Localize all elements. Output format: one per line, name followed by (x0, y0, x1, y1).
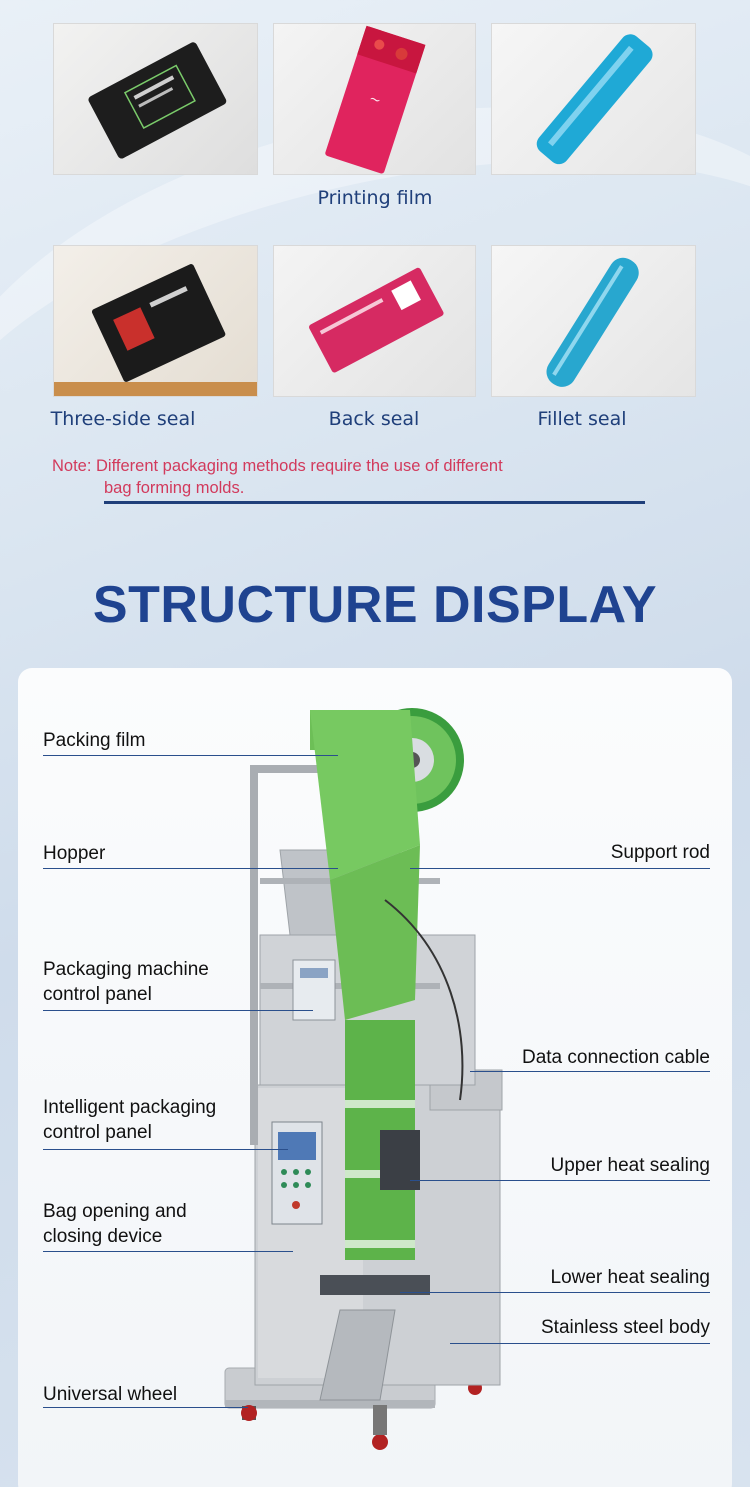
label-intelligent-panel: Intelligent packaging control panel (43, 1095, 216, 1145)
leader-control-panel (43, 1010, 313, 1011)
caption-printing-film: Printing film (317, 187, 433, 209)
note-line-1: Note: Different packaging methods requir… (52, 457, 503, 475)
label-hopper: Hopper (43, 843, 106, 864)
label-data-cable: Data connection cable (521, 1047, 710, 1068)
leader-upper-heat-sealing (410, 1180, 710, 1181)
leader-intelligent-panel (43, 1149, 288, 1150)
leader-bag-opening (43, 1251, 293, 1252)
leader-lower-heat-sealing (400, 1292, 710, 1293)
caption-three-side-seal: Three-side seal (50, 408, 196, 430)
label-universal-wheel: Universal wheel (43, 1384, 178, 1405)
sample-photo-back-seal (273, 245, 476, 397)
caption-fillet-seal: Fillet seal (537, 408, 627, 430)
label-intelligent-panel-line-2: control panel (43, 1122, 152, 1143)
label-control-panel-line-2: control panel (43, 984, 152, 1005)
svg-text:~: ~ (367, 91, 383, 110)
note-underline (104, 501, 645, 504)
label-control-panel-line-1: Packaging machine (43, 959, 209, 980)
label-bag-opening-line-1: Bag opening and (43, 1201, 187, 1222)
label-control-panel: Packaging machine control panel (43, 957, 209, 1007)
caption-back-seal: Back seal (328, 408, 420, 430)
label-lower-heat-sealing: Lower heat sealing (550, 1267, 711, 1288)
leader-universal-wheel (43, 1407, 248, 1408)
sample-photo-three-side-seal (53, 245, 258, 397)
label-support-rod: Support rod (610, 842, 710, 863)
leader-hopper (43, 868, 338, 869)
packaging-machine-illustration (224, 708, 503, 1450)
label-upper-heat-sealing: Upper heat sealing (550, 1155, 711, 1176)
leader-data-cable (470, 1071, 710, 1072)
sample-photo-blue-sachet (491, 23, 696, 175)
leader-stainless-steel-body (450, 1343, 710, 1344)
label-intelligent-panel-line-1: Intelligent packaging (43, 1097, 217, 1118)
note-line-2: bag forming molds. (104, 479, 245, 497)
label-packing-film: Packing film (43, 730, 146, 751)
label-bag-opening-line-2: closing device (43, 1226, 163, 1247)
label-stainless-steel-body: Stainless steel body (541, 1317, 710, 1338)
sample-photo-black-sachet (53, 23, 258, 175)
label-bag-opening: Bag opening and closing device (43, 1199, 187, 1249)
note-text: Note: Different packaging methods requir… (52, 455, 503, 499)
leader-support-rod (410, 868, 710, 869)
sample-photo-fillet-seal (491, 245, 696, 397)
section-title: STRUCTURE DISPLAY (92, 576, 658, 634)
sample-photo-pink-sachet: ~ (273, 23, 476, 175)
leader-packing-film (43, 755, 338, 756)
